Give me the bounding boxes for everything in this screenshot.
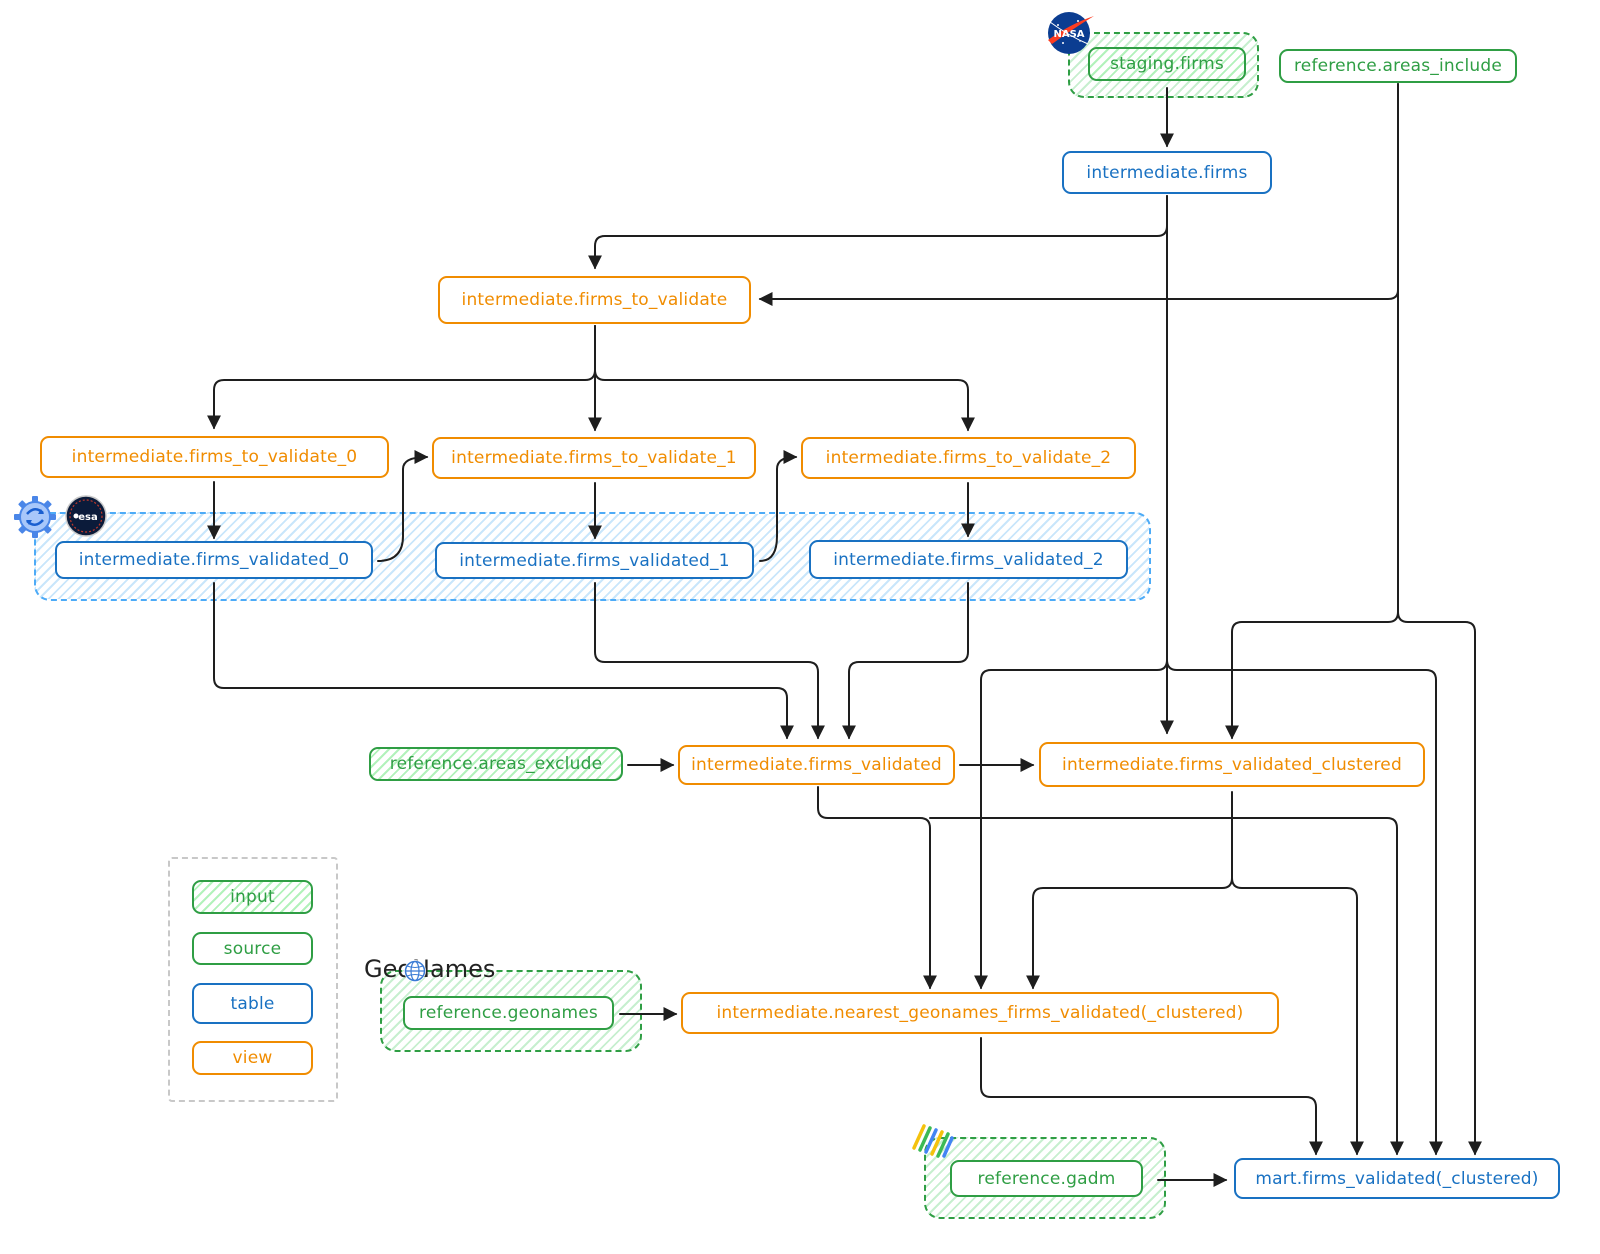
edge-validated-to-nearest	[817, 786, 937, 990]
node-reference-areas-include[interactable]: reference.areas_include	[1279, 49, 1517, 83]
node-firms-validated-clustered[interactable]: intermediate.firms_validated_clustered	[1039, 742, 1425, 787]
edge-to-validate-to-0	[207, 325, 596, 430]
geonames-logo: GeoNames	[364, 955, 496, 983]
esa-logo-icon: esa	[65, 495, 107, 537]
node-staging-firms[interactable]: staging.firms	[1088, 47, 1246, 81]
node-firms-to-validate-2[interactable]: intermediate.firms_to_validate_2	[801, 437, 1136, 479]
edge-firms-to-to-validate	[588, 195, 1168, 270]
edge-include-to-mart	[1397, 611, 1482, 1156]
node-firms-validated-2[interactable]: intermediate.firms_validated_2	[809, 540, 1128, 579]
edge-validated-to-mart	[929, 817, 1404, 1156]
node-nearest-geonames[interactable]: intermediate.nearest_geonames_firms_vali…	[681, 992, 1279, 1034]
node-firms-validated-1[interactable]: intermediate.firms_validated_1	[435, 542, 754, 579]
node-firms-to-validate-1[interactable]: intermediate.firms_to_validate_1	[432, 437, 756, 479]
svg-text:NASA: NASA	[1053, 29, 1084, 40]
globe-icon	[404, 960, 426, 982]
node-mart-firms-validated[interactable]: mart.firms_validated(_clustered)	[1234, 1158, 1560, 1199]
node-firms-validated-0[interactable]: intermediate.firms_validated_0	[55, 541, 373, 579]
node-firms-to-validate-0[interactable]: intermediate.firms_to_validate_0	[40, 436, 389, 478]
edge-firms-to-mart	[1166, 659, 1443, 1156]
node-reference-areas-exclude[interactable]: reference.areas_exclude	[369, 747, 623, 781]
edge-v0-to-1	[377, 450, 429, 562]
edge-nearest-to-mart	[980, 1037, 1323, 1156]
edge-include-to-clustered	[1225, 83, 1399, 740]
gadm-logo-icon	[912, 1124, 954, 1158]
node-firms-validated[interactable]: intermediate.firms_validated	[678, 745, 955, 785]
legend-item-source: source	[192, 932, 313, 965]
edge-v1-to-2	[759, 450, 798, 562]
edge-v0-to-validated	[213, 582, 794, 740]
gear-sync-icon	[14, 496, 56, 538]
legend-item-table: table	[192, 983, 313, 1024]
node-reference-gadm[interactable]: reference.gadm	[950, 1160, 1143, 1197]
edge-to-validate-to-2	[594, 325, 975, 432]
edge-v1-to-validated	[594, 582, 825, 740]
edge-clustered-to-nearest	[1026, 791, 1233, 990]
node-intermediate-firms[interactable]: intermediate.firms	[1062, 151, 1272, 194]
legend-item-view: view	[192, 1041, 313, 1075]
edge-firms-to-nearest	[974, 659, 1168, 990]
node-firms-to-validate[interactable]: intermediate.firms_to_validate	[438, 276, 751, 324]
nasa-logo-icon: NASA	[1048, 12, 1094, 54]
edge-clustered-to-mart	[1231, 877, 1364, 1156]
svg-text:esa: esa	[78, 512, 97, 523]
node-reference-geonames[interactable]: reference.geonames	[403, 996, 614, 1030]
edge-v2-to-validated	[842, 582, 969, 740]
legend-item-input: input	[192, 880, 313, 914]
